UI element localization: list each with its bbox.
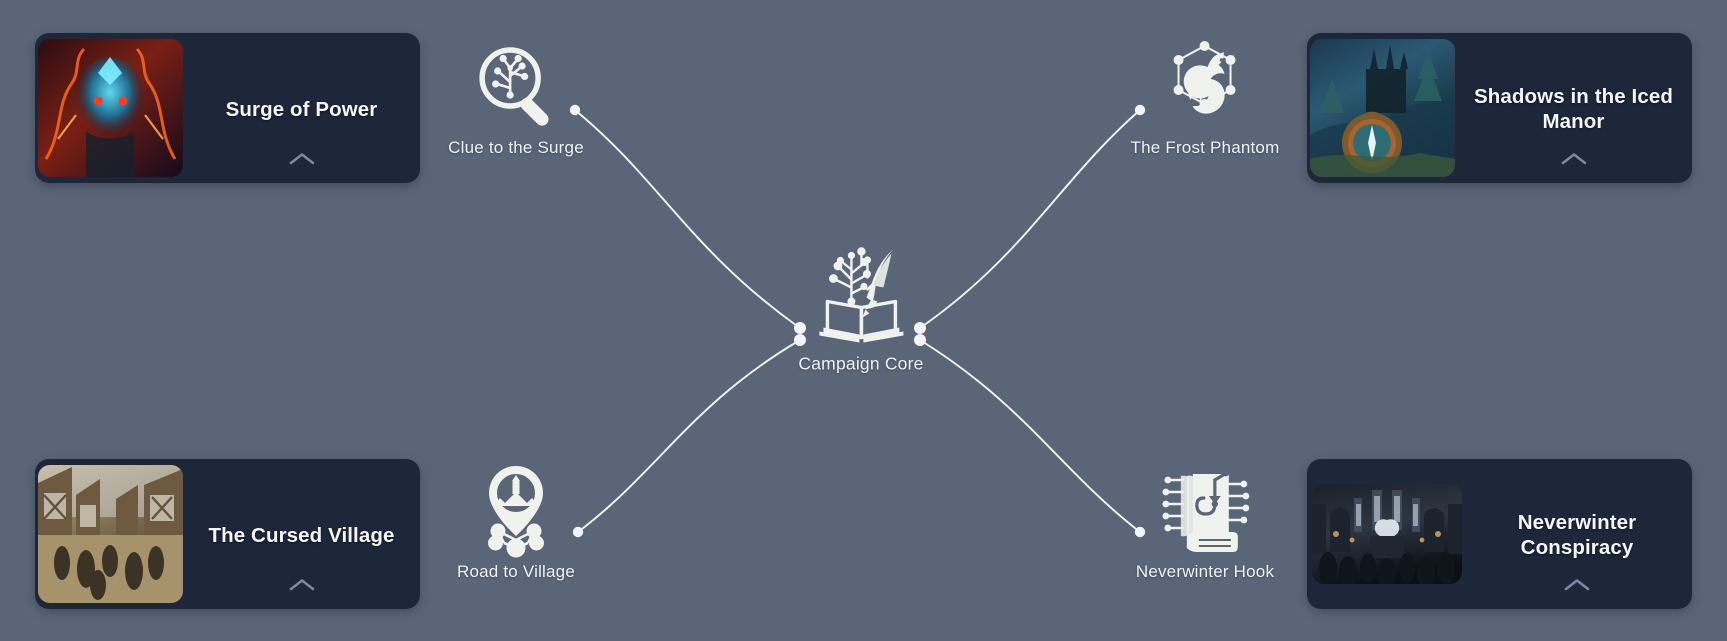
map-pin-village-icon [468,462,564,558]
card-title: Shadows in the Iced Manor [1474,85,1673,133]
node-campaign-core[interactable]: Campaign Core [798,236,923,375]
magnifier-tree-icon [468,38,564,134]
thumbnail-surge-of-power [38,39,183,177]
node-road-to-village[interactable]: Road to Village [457,462,575,582]
chevron-up-icon[interactable] [289,578,315,591]
card-body: Surge of Power [183,33,420,183]
thumbnail-the-cursed-village [38,465,183,603]
book-circuit-hook-icon [1157,462,1253,558]
node-label: Campaign Core [798,353,924,374]
card-body: Shadows in the Iced Manor [1455,33,1692,183]
chevron-up-icon[interactable] [289,152,315,165]
dragon-hexnode-icon [1157,38,1253,134]
node-neverwinter-hook[interactable]: Neverwinter Hook [1136,462,1274,582]
node-the-frost-phantom[interactable]: The Frost Phantom [1131,38,1280,158]
story-card-shadows-in-the-iced-manor[interactable]: Shadows in the Iced Manor [1307,33,1692,183]
book-quill-circuit-icon [805,236,917,348]
story-card-the-cursed-village[interactable]: The Cursed Village [35,459,420,609]
thumbnail-shadows-in-the-iced-manor [1310,39,1455,177]
card-body: Neverwinter Conspiracy [1462,459,1692,609]
node-label: Neverwinter Hook [1135,562,1275,581]
card-title: Neverwinter Conspiracy [1517,511,1637,559]
chevron-up-icon[interactable] [1561,152,1587,165]
edge-hook-to-core [919,339,1141,533]
edge-road-to-core [577,339,801,533]
card-body: The Cursed Village [183,459,420,609]
node-label: The Frost Phantom [1130,138,1280,157]
thumbnail-neverwinter-conspiracy [1312,484,1462,584]
edge-clue-to-core [574,109,801,329]
story-card-neverwinter-conspiracy[interactable]: Neverwinter Conspiracy [1307,459,1692,609]
node-label: Clue to the Surge [448,138,584,157]
chevron-up-icon[interactable] [1564,578,1590,591]
node-label: Road to Village [457,562,575,581]
node-clue-to-the-surge[interactable]: Clue to the Surge [448,38,584,158]
story-card-surge-of-power[interactable]: Surge of Power [35,33,420,183]
edge-frost-to-core [919,109,1141,329]
card-title: The Cursed Village [208,523,395,547]
card-title: Surge of Power [225,97,378,121]
